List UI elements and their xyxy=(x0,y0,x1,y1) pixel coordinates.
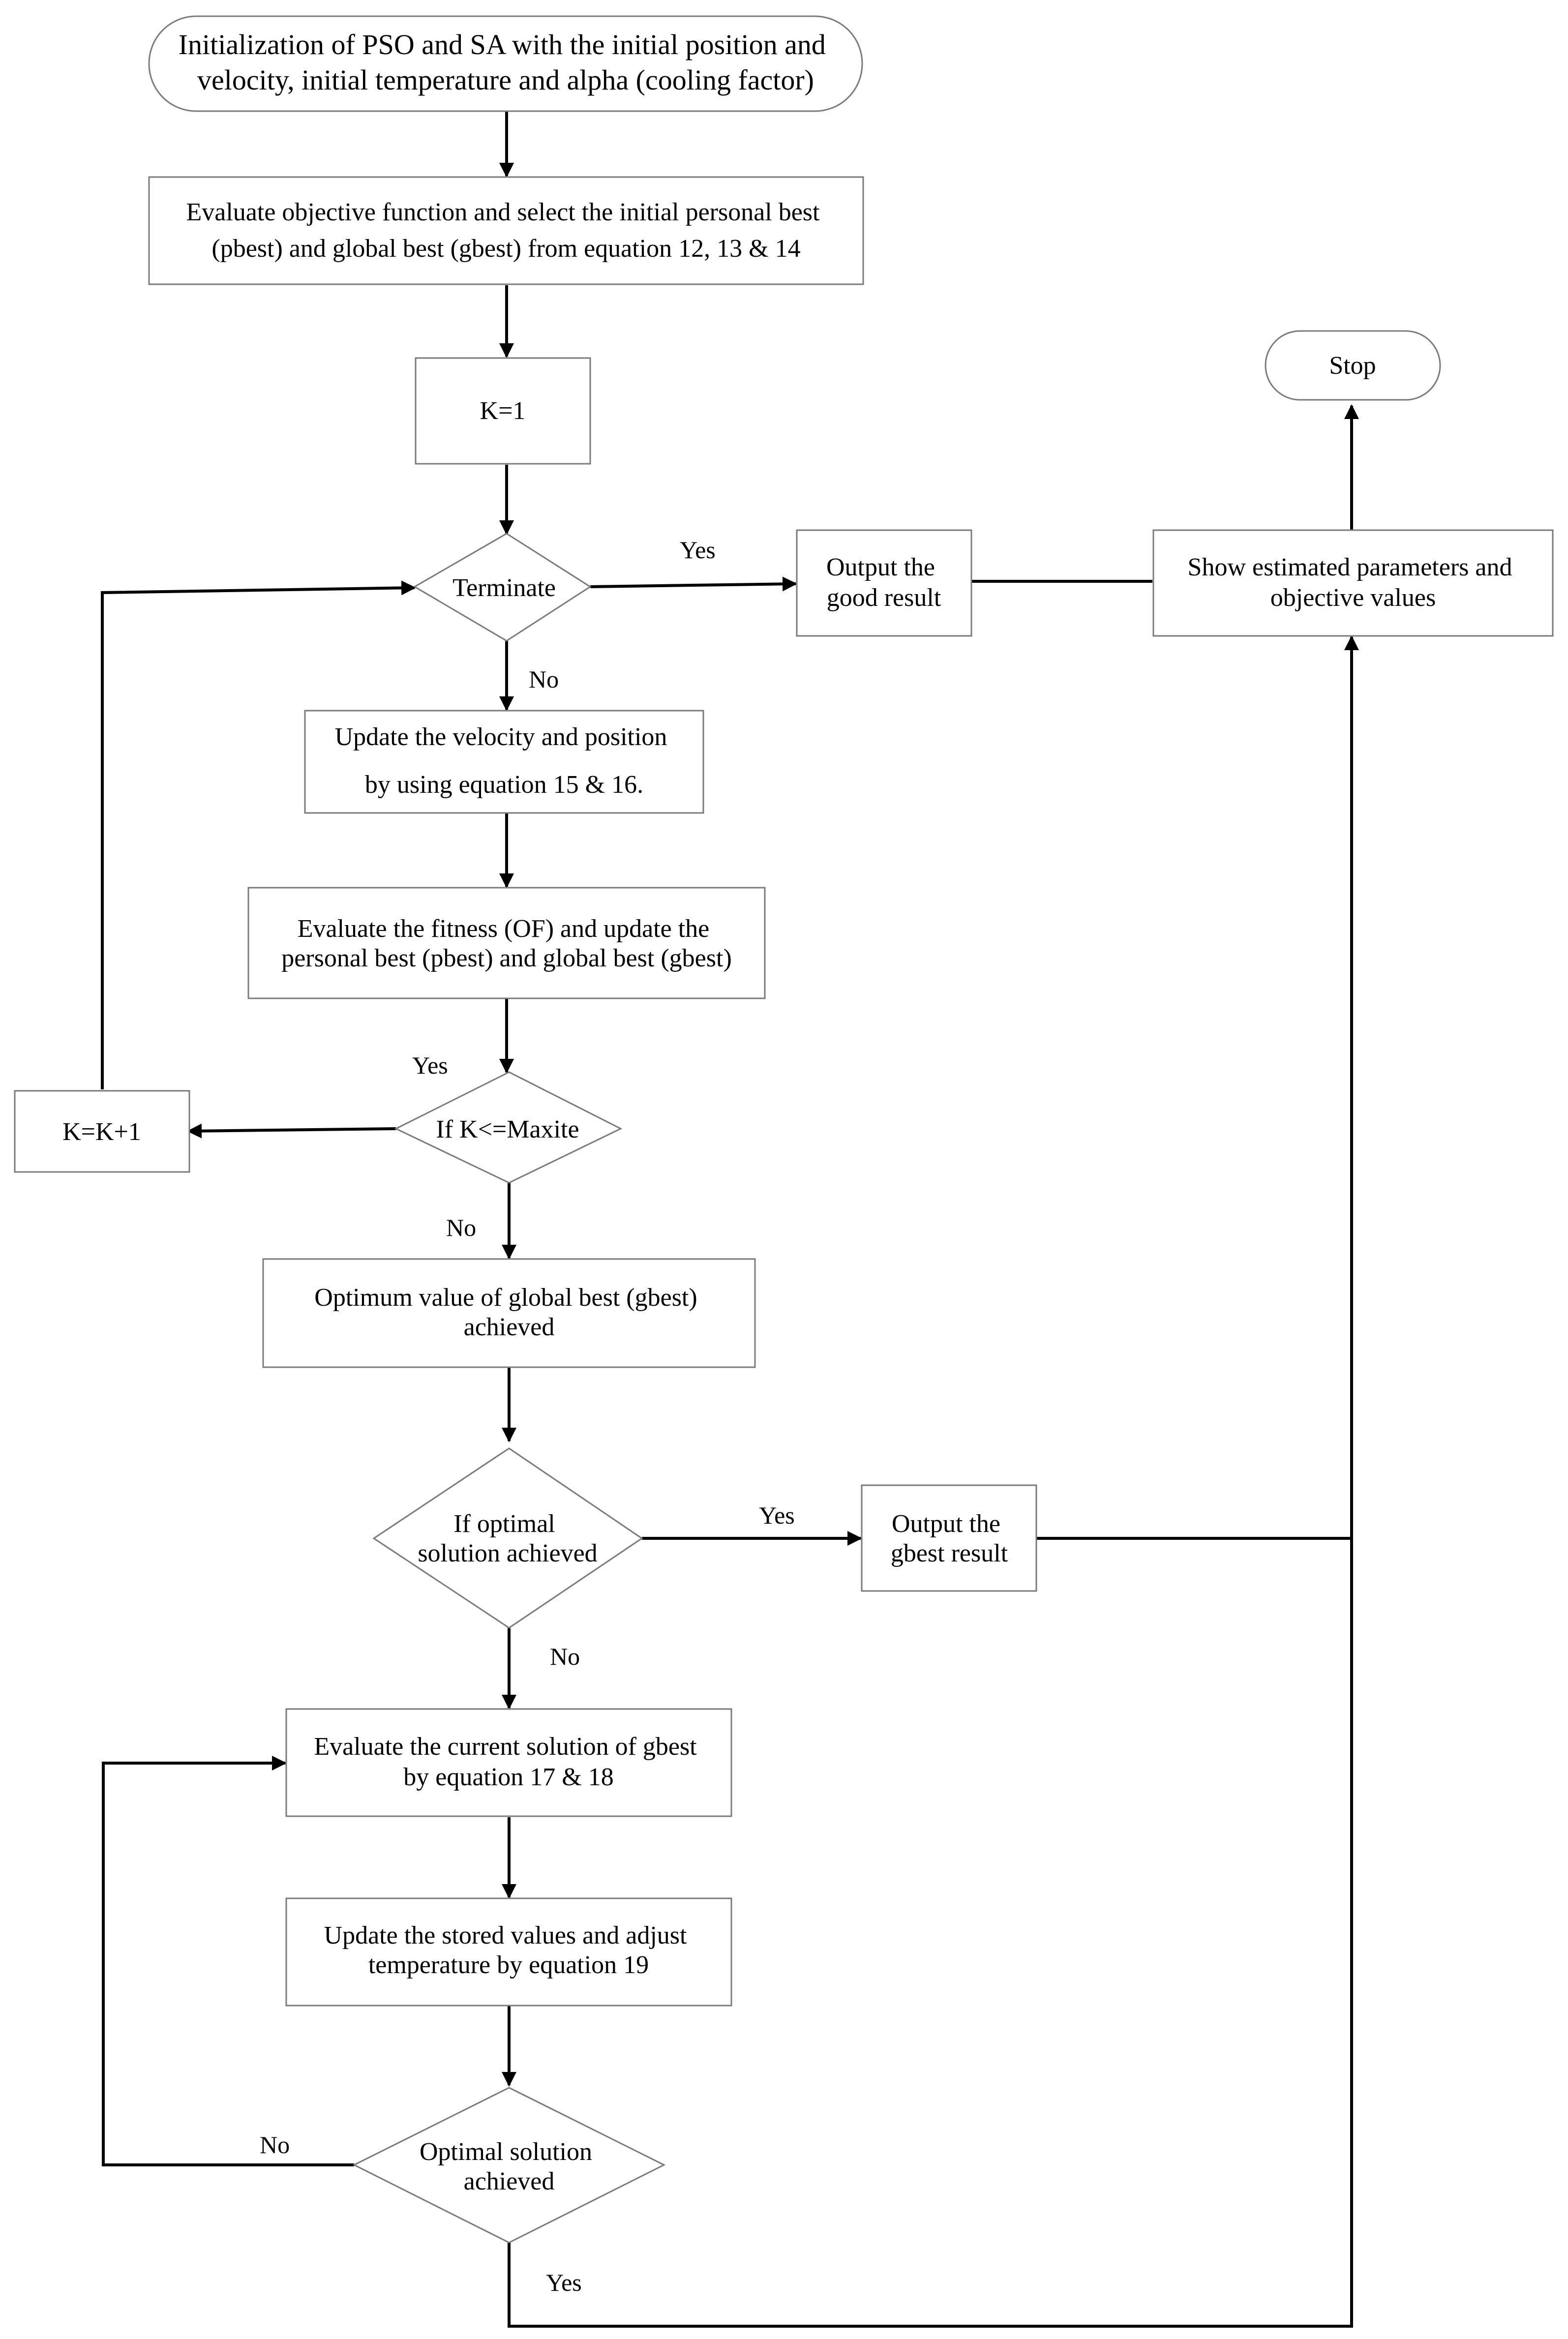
if-k-no-label: No xyxy=(446,1214,476,1241)
node-update-velocity: Update the velocity and position by usin… xyxy=(304,710,704,814)
k-increment-box xyxy=(14,1090,190,1173)
node-eval-fitness: Evaluate the fitness (OF) and update the… xyxy=(247,887,766,999)
eval-objective-line-1: Evaluate objective function and select t… xyxy=(186,198,820,226)
arrow-terminate-to-output-good xyxy=(590,576,797,592)
optimum-box xyxy=(262,1258,756,1368)
show-params-line-2: objective values xyxy=(1270,584,1436,612)
svg-text:Update the stored values and a: Update the stored values and adjust temp… xyxy=(324,1921,694,1979)
terminate-decision-shape xyxy=(413,533,592,642)
output-good-box xyxy=(796,529,972,637)
node-terminate: Terminate xyxy=(413,533,592,642)
node-k-increment: K=K+1 xyxy=(14,1090,190,1173)
svg-text:Evaluate the current solution: Evaluate the current solution of gbest b… xyxy=(314,1733,703,1791)
eval-fitness-line-2: personal best (pbest) and global best (g… xyxy=(281,944,732,972)
node-update-stored: Update the stored values and adjust temp… xyxy=(285,1897,732,2007)
optimal2-line-1: Optimal solution xyxy=(420,2138,592,2166)
svg-text:Stop: Stop xyxy=(1329,352,1376,380)
terminate-no-label: No xyxy=(529,665,559,693)
if-k-label: If K<=Maxite xyxy=(436,1115,579,1143)
svg-text:Initialization of PSO and SA w: Initialization of PSO and SA with the in… xyxy=(179,29,833,96)
node-optimal2: Optimal solution achieved xyxy=(352,2087,666,2244)
if-optimal-yes-label: Yes xyxy=(759,1501,795,1529)
node-if-k: If K<=Maxite xyxy=(394,1071,623,1184)
eval-current-box xyxy=(285,1708,732,1817)
eval-objective-box xyxy=(148,176,864,285)
svg-text:K=K+1: K=K+1 xyxy=(62,1118,141,1146)
show-params-box xyxy=(1152,529,1554,637)
update-velocity-line-1: Update the velocity and position xyxy=(335,723,667,751)
terminate-yes-label: Yes xyxy=(680,536,716,564)
terminate-label: Terminate xyxy=(452,574,556,602)
init-line-1: Initialization of PSO and SA with the in… xyxy=(179,29,826,60)
svg-text:Optimum value of global best (: Optimum value of global best (gbest) ach… xyxy=(314,1284,703,1341)
optimum-line-1: Optimum value of global best (gbest) xyxy=(314,1284,697,1312)
svg-text:Evaluate the fitness (OF) and: Evaluate the fitness (OF) and update the… xyxy=(281,915,732,972)
node-init: Initialization of PSO and SA with the in… xyxy=(148,15,863,112)
update-velocity-line-2: by using equation 15 & 16. xyxy=(365,771,643,799)
node-stop: Stop xyxy=(1265,330,1441,401)
svg-text:Optimal solution achieve: Optimal solution achieved xyxy=(420,2138,599,2195)
update-stored-box xyxy=(285,1897,732,2007)
stop-terminal-shape xyxy=(1265,330,1441,401)
eval-current-line-1: Evaluate the current solution of gbest xyxy=(314,1733,697,1761)
output-gbest-box xyxy=(861,1484,1037,1592)
output-good-line-1: Output the xyxy=(826,553,935,581)
if-k-yes-label: Yes xyxy=(412,1051,448,1079)
node-output-good: Output the good result xyxy=(796,529,972,637)
arrow-optimal2-yes-to-show xyxy=(508,635,1359,2328)
eval-current-line-2: by equation 17 & 18 xyxy=(403,1763,614,1791)
svg-text:Show estimated parameters and: Show estimated parameters and objective … xyxy=(1188,553,1519,612)
svg-text:K=1: K=1 xyxy=(480,397,526,425)
svg-text:Output the gbest result: Output the gbest result xyxy=(891,1510,1008,1567)
update-stored-line-2: temperature by equation 19 xyxy=(368,1951,649,1979)
node-k1: K=1 xyxy=(415,357,591,465)
init-terminal-shape xyxy=(148,15,863,112)
connectors xyxy=(101,111,1359,2328)
svg-text:If K<=Maxite: If K<=Maxite xyxy=(436,1115,579,1143)
node-output-gbest: Output the gbest result xyxy=(861,1484,1037,1592)
if-optimal-no-label: No xyxy=(550,1643,580,1670)
optimum-line-2: achieved xyxy=(464,1313,555,1341)
output-gbest-line-2: gbest result xyxy=(891,1539,1008,1567)
update-velocity-box xyxy=(304,710,704,814)
output-gbest-line-1: Output the xyxy=(892,1510,1000,1538)
update-stored-line-1: Update the stored values and adjust xyxy=(324,1921,687,1949)
eval-fitness-line-1: Evaluate the fitness (OF) and update the xyxy=(298,915,710,943)
node-if-optimal: If optimal solution achieved xyxy=(372,1447,643,1629)
arrow-kk1-loop-to-terminate xyxy=(101,580,416,1089)
optimal2-line-2: achieved xyxy=(464,2167,555,2195)
if-optimal-line-2: solution achieved xyxy=(418,1539,597,1567)
show-params-line-1: Show estimated parameters and xyxy=(1188,553,1512,581)
node-eval-objective: Evaluate objective function and select t… xyxy=(148,176,864,285)
node-eval-current: Evaluate the current solution of gbest b… xyxy=(285,1708,732,1817)
svg-text:Evaluate objective function an: Evaluate objective function and select t… xyxy=(186,198,826,263)
node-optimum: Optimum value of global best (gbest) ach… xyxy=(262,1258,756,1368)
svg-text:Terminate: Terminate xyxy=(452,574,556,602)
edge-labels: Yes No Yes No Yes No No Yes xyxy=(260,536,795,2296)
if-k-decision-shape xyxy=(394,1071,623,1184)
stop-label: Stop xyxy=(1329,352,1376,380)
optimal2-yes-label: Yes xyxy=(546,2269,582,2296)
optimal2-decision-shape xyxy=(352,2087,666,2244)
if-optimal-line-1: If optimal xyxy=(453,1510,555,1538)
k1-box xyxy=(415,357,591,465)
eval-fitness-box xyxy=(247,887,766,999)
svg-text:If optimal solution achi: If optimal solution achieved xyxy=(418,1510,597,1567)
svg-text:Update the velocity and positi: Update the velocity and position by usin… xyxy=(335,723,674,799)
optimal2-no-label: No xyxy=(260,2131,290,2159)
node-show-params: Show estimated parameters and objective … xyxy=(1152,529,1554,637)
arrow-ifk-to-kk1 xyxy=(187,1123,396,1139)
k1-label: K=1 xyxy=(480,397,526,425)
if-optimal-decision-shape xyxy=(372,1447,643,1629)
eval-objective-line-2: (pbest) and global best (gbest) from equ… xyxy=(211,235,800,263)
svg-text:Output the good result: Output the good result xyxy=(826,553,941,612)
arrow-optimal2-loop-to-eval-current xyxy=(102,1756,354,2166)
output-good-line-2: good result xyxy=(827,584,941,612)
k-increment-label: K=K+1 xyxy=(62,1118,141,1146)
init-line-2: velocity, initial temperature and alpha … xyxy=(197,64,814,96)
